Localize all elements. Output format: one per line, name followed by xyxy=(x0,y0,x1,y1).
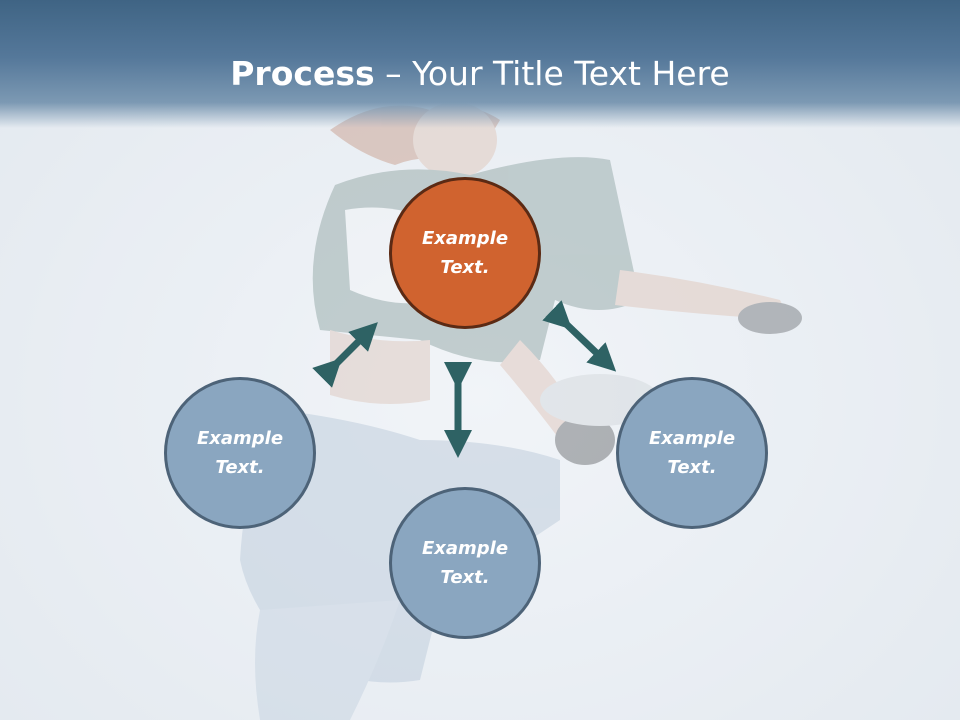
arrow-top-left-icon xyxy=(312,322,378,388)
title-bold: Process xyxy=(230,54,375,93)
node-left-label: Example Text. xyxy=(196,428,284,478)
arrow-top-right-icon xyxy=(542,300,617,372)
process-node-bottom: Example Text. xyxy=(389,487,541,639)
node-right-label: Example Text. xyxy=(648,428,736,478)
process-node-right: Example Text. xyxy=(616,377,768,529)
title-bar xyxy=(0,0,960,128)
node-bottom-label: Example Text. xyxy=(421,538,509,588)
process-node-left: Example Text. xyxy=(164,377,316,529)
title-text: – Your Title Text Here xyxy=(374,54,730,93)
process-node-center: Example Text. xyxy=(389,177,541,329)
node-center-label: Example Text. xyxy=(421,228,509,278)
slide-title: Process – Your Title Text Here xyxy=(0,52,960,96)
